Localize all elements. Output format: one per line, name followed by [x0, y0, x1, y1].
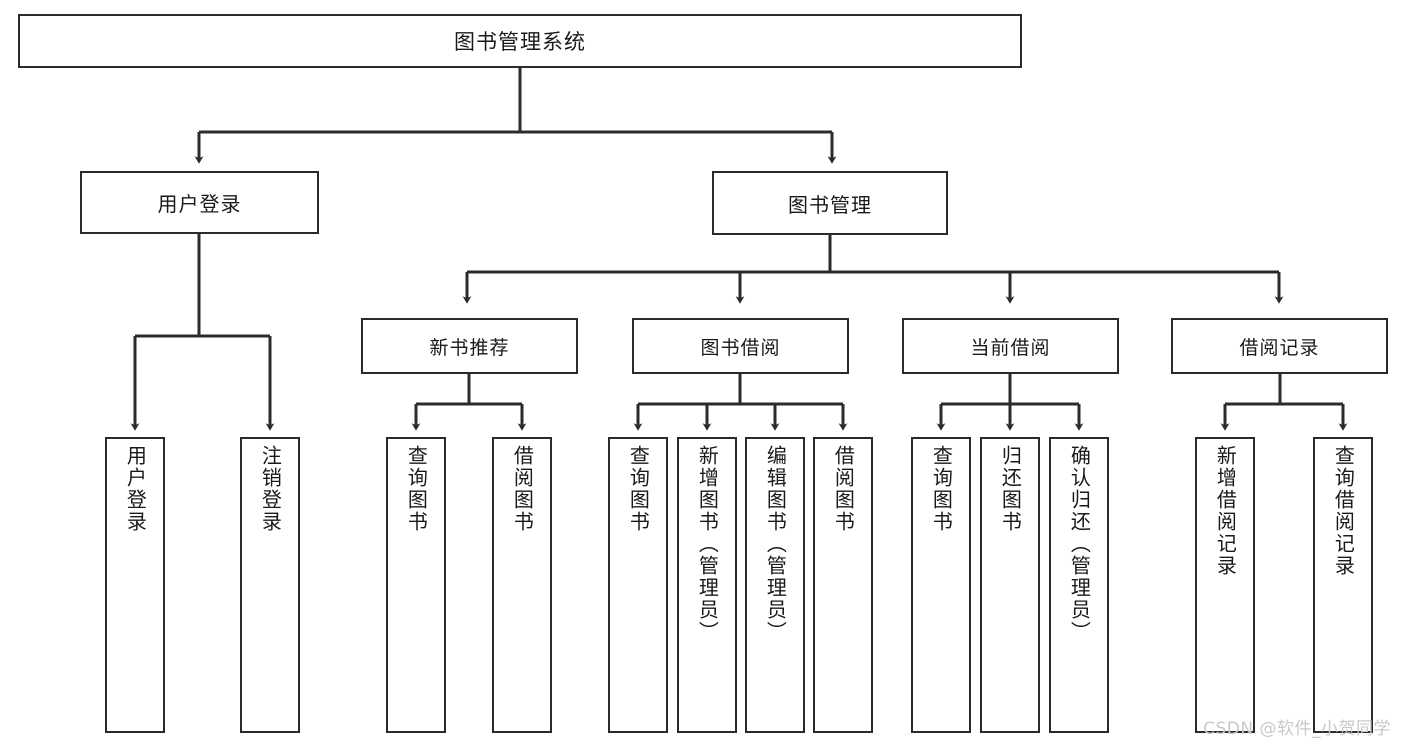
leaf-current-confirm-return-label: 确认归还（管理员）	[1067, 445, 1092, 643]
leaf-records-add-record-label: 新增借阅记录	[1213, 445, 1238, 577]
leaf-records-add-record[interactable]: 新增借阅记录	[1195, 437, 1255, 733]
leaf-user-login-signin-label: 用户登录	[123, 445, 148, 533]
leaf-borrow-add-book[interactable]: 新增图书（管理员）	[677, 437, 737, 733]
node-root-label: 图书管理系统	[454, 30, 586, 54]
leaf-current-confirm-return[interactable]: 确认归还（管理员）	[1049, 437, 1109, 733]
leaf-borrow-edit-book[interactable]: 编辑图书（管理员）	[745, 437, 805, 733]
leaf-borrow-query-book[interactable]: 查询图书	[608, 437, 668, 733]
leaf-records-query-record-label: 查询借阅记录	[1331, 445, 1356, 577]
leaf-borrow-query-book-label: 查询图书	[626, 445, 651, 533]
leaf-user-login-signout[interactable]: 注销登录	[240, 437, 300, 733]
leaf-borrow-borrow-book[interactable]: 借阅图书	[813, 437, 873, 733]
node-current-borrow-label: 当前借阅	[970, 336, 1051, 359]
leaf-user-login-signin[interactable]: 用户登录	[105, 437, 165, 733]
node-book-borrow-label: 图书借阅	[700, 336, 781, 359]
leaf-new-book-query[interactable]: 查询图书	[386, 437, 446, 733]
node-new-book-recommend-label: 新书推荐	[429, 336, 510, 359]
leaf-new-book-borrow[interactable]: 借阅图书	[492, 437, 552, 733]
leaf-user-login-signout-label: 注销登录	[258, 445, 283, 533]
node-book-management[interactable]: 图书管理	[712, 171, 948, 235]
node-new-book-recommend[interactable]: 新书推荐	[361, 318, 578, 374]
node-book-management-label: 图书管理	[788, 192, 872, 217]
leaf-borrow-borrow-book-label: 借阅图书	[831, 445, 856, 533]
leaf-current-return-book-label: 归还图书	[998, 445, 1023, 533]
node-user-login[interactable]: 用户登录	[80, 171, 319, 234]
node-book-borrow[interactable]: 图书借阅	[632, 318, 849, 374]
leaf-borrow-add-book-label: 新增图书（管理员）	[695, 445, 720, 643]
leaf-new-book-borrow-label: 借阅图书	[510, 445, 535, 533]
node-borrow-records[interactable]: 借阅记录	[1171, 318, 1388, 374]
leaf-current-query-book-label: 查询图书	[929, 445, 954, 533]
node-root[interactable]: 图书管理系统	[18, 14, 1022, 68]
node-current-borrow[interactable]: 当前借阅	[902, 318, 1119, 374]
leaf-records-query-record[interactable]: 查询借阅记录	[1313, 437, 1373, 733]
leaf-borrow-edit-book-label: 编辑图书（管理员）	[763, 445, 788, 643]
watermark: CSDN @软件_小贺同学	[1203, 719, 1391, 739]
node-user-login-label: 用户登录	[157, 192, 242, 216]
leaf-current-return-book[interactable]: 归还图书	[980, 437, 1040, 733]
node-borrow-records-label: 借阅记录	[1239, 336, 1320, 359]
leaf-current-query-book[interactable]: 查询图书	[911, 437, 971, 733]
leaf-new-book-query-label: 查询图书	[404, 445, 429, 533]
